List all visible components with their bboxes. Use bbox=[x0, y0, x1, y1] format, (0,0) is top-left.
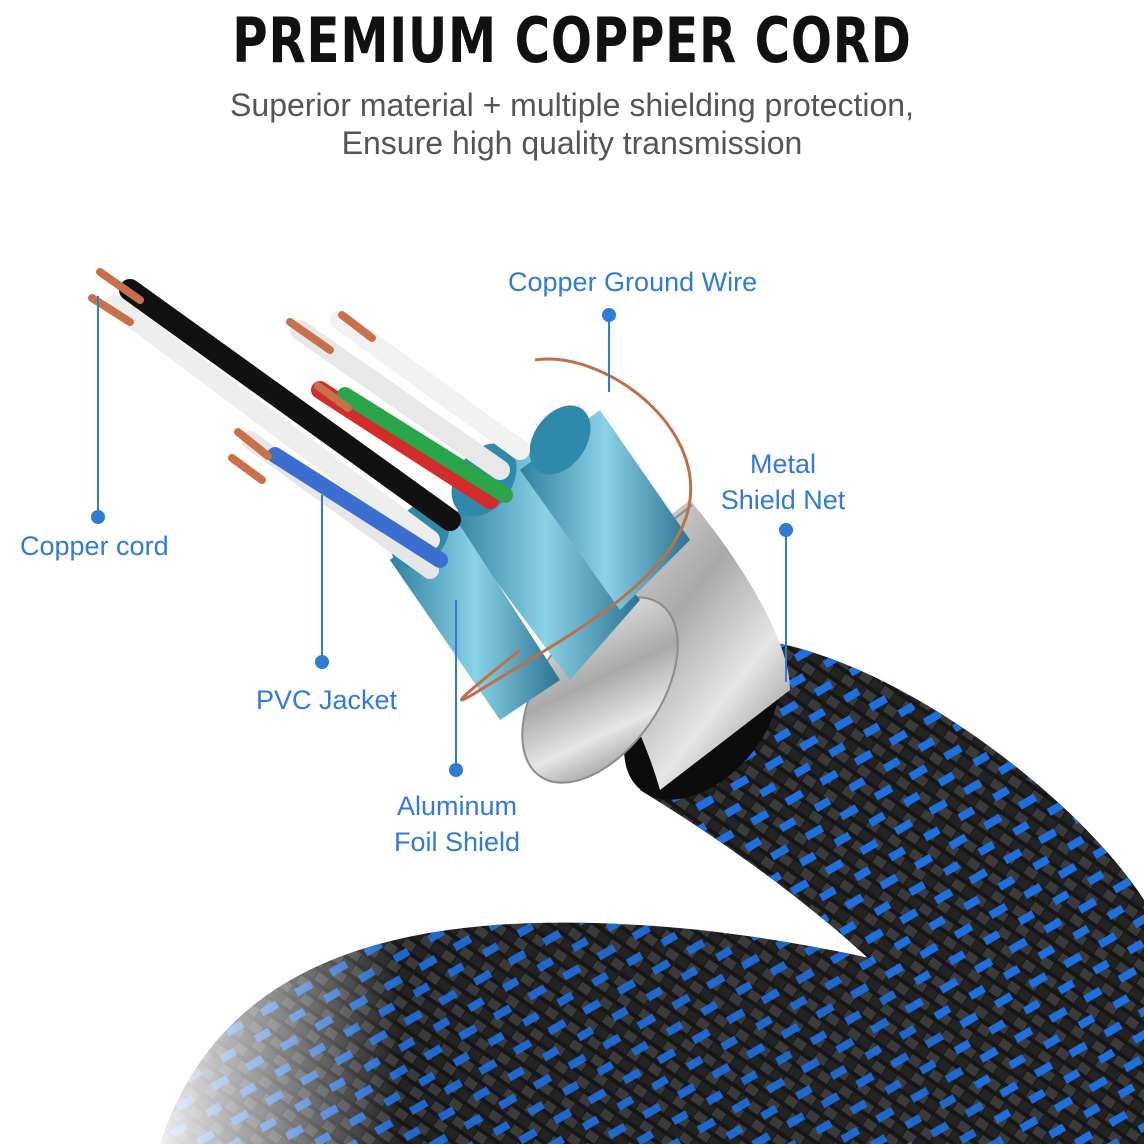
page-subtitle: Superior material + multiple shielding p… bbox=[0, 86, 1144, 162]
label-aluminum-foil-shield-line-2: Foil Shield bbox=[393, 827, 521, 857]
label-pvc-jacket: PVC Jacket bbox=[256, 685, 398, 715]
callout-leaders bbox=[91, 296, 793, 777]
label-aluminum-foil-shield-line-1: Aluminum bbox=[396, 791, 518, 821]
label-metal-shield-net-line-2: Shield Net bbox=[720, 485, 846, 515]
label-copper-ground-wire: Copper Ground Wire bbox=[508, 267, 758, 297]
subtitle-line-2: Ensure high quality transmission bbox=[341, 125, 803, 161]
label-metal-shield-net-line-1: Metal bbox=[749, 449, 817, 479]
copper-ground-wire bbox=[460, 357, 693, 702]
page-title: PREMIUM COPPER CORD bbox=[232, 4, 912, 77]
copper-conductor-tips bbox=[88, 268, 376, 484]
label-aluminum-foil-shield: Aluminum Foil Shield bbox=[392, 788, 522, 860]
subtitle-line-1: Superior material + multiple shielding p… bbox=[230, 87, 914, 123]
label-copper-cord: Copper cord bbox=[20, 531, 169, 561]
label-metal-shield-net: Metal Shield Net bbox=[718, 446, 848, 518]
